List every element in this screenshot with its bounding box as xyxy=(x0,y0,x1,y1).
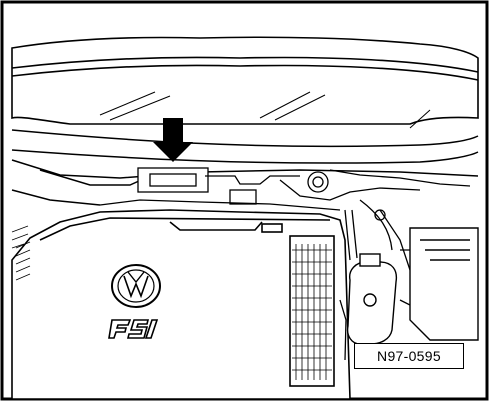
fsi-badge xyxy=(108,319,159,339)
coolant-reservoir xyxy=(346,253,398,345)
down-arrow-icon xyxy=(153,118,193,162)
hood xyxy=(11,36,479,129)
engine-components xyxy=(99,167,471,211)
battery xyxy=(409,227,479,341)
figure-reference-code: N97-0595 xyxy=(354,343,464,369)
vw-logo-icon xyxy=(111,264,161,308)
left-grille-detail xyxy=(11,225,29,249)
engine-cover xyxy=(11,209,351,400)
